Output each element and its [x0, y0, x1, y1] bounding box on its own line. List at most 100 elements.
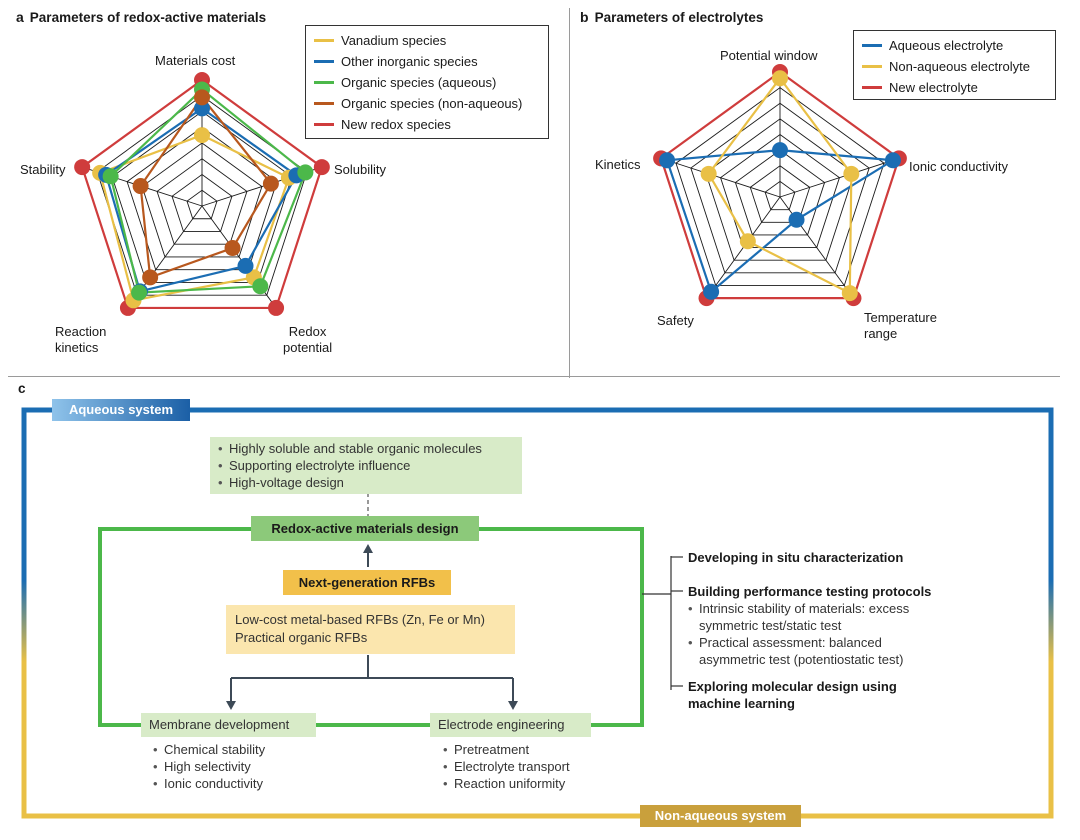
axis-label-potential-window: Potential window — [720, 48, 818, 63]
radar-point — [841, 285, 858, 302]
legend-label: Other inorganic species — [341, 54, 478, 69]
list-item: High-voltage design — [218, 474, 514, 491]
axis-label-materials-cost: Materials cost — [155, 53, 236, 68]
list-item: Ionic conductivity — [153, 775, 313, 792]
legend-electrolytes: Aqueous electrolyte Non-aqueous electrol… — [853, 30, 1056, 100]
axis-label-temperature-line1: Temperature — [864, 310, 937, 325]
testing-protocols-title: Building performance testing protocols — [688, 584, 932, 599]
testing-protocols-bullets: Intrinsic stability of materials: excess… — [688, 600, 948, 668]
system-frame — [21, 407, 1054, 819]
radar-grid-ring — [186, 189, 218, 220]
radar-grid-ring — [749, 165, 811, 223]
legend-label: Non-aqueous electrolyte — [889, 59, 1030, 74]
non-aqueous-system-label: Non-aqueous system — [654, 808, 787, 823]
panel-b-title-text: Parameters of electrolytes — [594, 10, 764, 25]
panel-b-title: b Parameters of electrolytes — [580, 9, 763, 25]
legend-item-organic-aqueous: Organic species (aqueous) — [314, 72, 540, 93]
machine-learning-design: Exploring molecular design using machine… — [688, 679, 897, 711]
axis-label-reaction-kinetics: Reaction kinetics — [55, 324, 106, 356]
radar-point — [194, 127, 210, 144]
radar-chart-electrolytes — [653, 64, 907, 307]
rfb-type-organic: Practical organic RFBs — [235, 630, 368, 645]
radar-chart-materials — [74, 72, 330, 316]
radar-point — [74, 159, 91, 176]
radar-point — [788, 211, 805, 228]
radar-spoke — [660, 157, 781, 198]
radar-series-line — [139, 95, 273, 279]
radar-point — [739, 233, 756, 250]
aqueous-label-bg — [52, 399, 190, 421]
list-item: Reaction uniformity — [443, 775, 613, 792]
panel-a-title-text: Parameters of redox-active materials — [29, 10, 267, 25]
radar-grid-ring — [126, 126, 278, 271]
radar-spoke — [779, 157, 900, 198]
tree-right-arrowhead — [508, 701, 518, 710]
radar-point — [131, 284, 148, 301]
radar-series-line — [80, 78, 324, 310]
list-item: Highly soluble and stable organic molecu… — [218, 440, 514, 457]
legend-item-new-redox: New redox species — [314, 114, 540, 135]
panel-a-letter: a — [16, 9, 24, 25]
panel-divider — [569, 8, 570, 378]
axis-label-reaction-line1: Reaction — [55, 324, 107, 339]
radar-series-line — [665, 149, 897, 294]
legend-label: Organic species (non-aqueous) — [341, 96, 523, 111]
axis-label-reaction-line2: kinetics — [55, 340, 99, 355]
axis-label-redox-potential: Redox potential — [283, 324, 332, 356]
next-generation-rfbs-box: Next-generation RFBs — [283, 570, 451, 595]
panel-b-letter: b — [580, 9, 589, 25]
axis-label-kinetics: Kinetics — [595, 157, 641, 172]
radar-point — [262, 175, 279, 192]
radar-point — [268, 299, 285, 316]
radar-series-line — [104, 107, 298, 293]
radar-point — [224, 240, 241, 257]
axis-label-temperature-line2: range — [864, 326, 898, 341]
legend-item-aqueous: Aqueous electrolyte — [862, 35, 1047, 56]
non-aqueous-label-bg — [640, 805, 801, 827]
legend-item-non-aqueous: Non-aqueous electrolyte — [862, 56, 1047, 77]
list-item: Pretreatment — [443, 741, 613, 758]
radar-point — [102, 168, 119, 185]
radar-grid-ring — [141, 142, 263, 258]
radar-series-line — [109, 87, 307, 294]
radar-grid-ring — [156, 158, 248, 245]
legend-label: Organic species (aqueous) — [341, 75, 497, 90]
legend-item-other-inorganic: Other inorganic species — [314, 51, 540, 72]
axis-label-redox-line2: potential — [283, 340, 333, 355]
radar-grid-ring — [720, 133, 840, 249]
molecule-design-box: Highly soluble and stable organic molecu… — [210, 437, 522, 494]
radar-point — [659, 152, 676, 169]
legend-item-new-electrolyte: New electrolyte — [862, 77, 1047, 98]
section-separator — [8, 376, 1060, 377]
aqueous-system-label: Aqueous system — [68, 402, 174, 417]
radar-point — [843, 165, 860, 182]
axis-label-stability: Stability — [20, 162, 66, 177]
radar-point — [237, 257, 254, 274]
redox-materials-design-box: Redox-active materials design — [251, 516, 479, 541]
list-item: Chemical stability — [153, 741, 313, 758]
tree-left-arrowhead — [226, 701, 236, 710]
radar-point — [252, 278, 269, 295]
legend-materials: Vanadium species Other inorganic species… — [305, 25, 549, 139]
legend-swatch — [862, 44, 882, 47]
panel-a-title: a Parameters of redox-active materials — [16, 9, 266, 25]
electrode-list: Pretreatment Electrolyte transport React… — [443, 741, 613, 792]
radar-series-line — [659, 70, 901, 300]
radar-point — [132, 178, 149, 195]
list-item: Practical assessment: balanced asymmetri… — [688, 634, 948, 668]
legend-label: New electrolyte — [889, 80, 978, 95]
legend-label: New redox species — [341, 117, 451, 132]
radar-point — [772, 142, 788, 159]
electrode-engineering-title: Electrode engineering — [430, 713, 591, 737]
radar-point — [142, 269, 159, 286]
rfb-type-metal: Low-cost metal-based RFBs (Zn, Fe or Mn) — [235, 612, 485, 627]
legend-swatch — [862, 65, 882, 68]
radar-point — [884, 152, 901, 169]
list-item: Intrinsic stability of materials: excess… — [688, 600, 948, 634]
legend-swatch — [862, 86, 882, 89]
radar-point — [194, 89, 210, 106]
membrane-development-title: Membrane development — [141, 713, 316, 737]
radar-grid-ring — [171, 173, 233, 232]
legend-item-organic-non-aqueous: Organic species (non-aqueous) — [314, 93, 540, 114]
